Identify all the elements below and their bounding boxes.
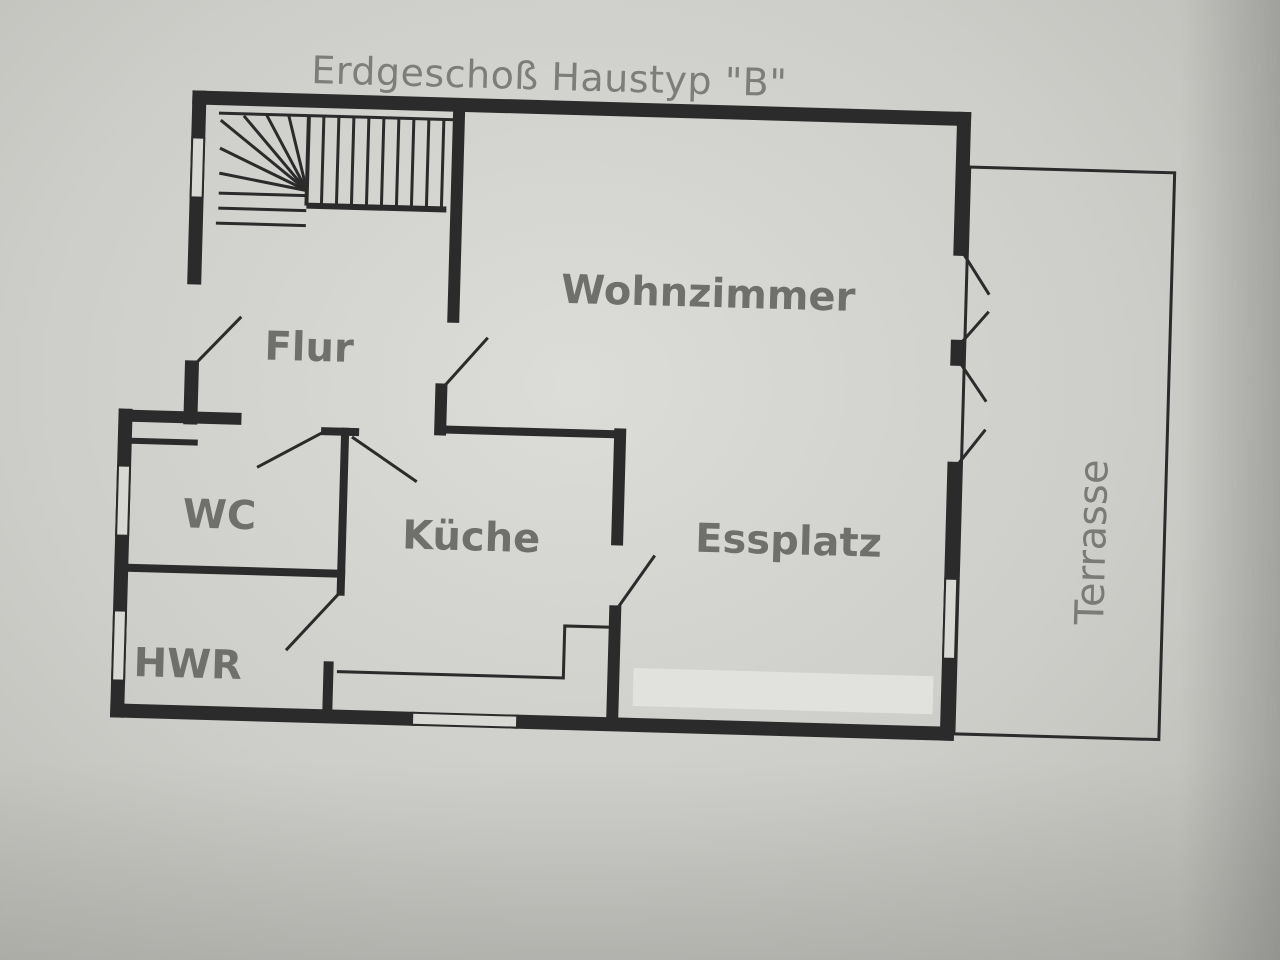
interior-walls [117, 106, 627, 724]
outer-walls [110, 90, 972, 741]
wall-wc-top-right [321, 427, 360, 437]
windows [111, 136, 959, 729]
door-terrace-1 [959, 248, 991, 296]
wall-kitchen-right [611, 428, 627, 546]
stair-landing [215, 221, 306, 228]
wall-left-mid [183, 360, 200, 425]
wall-hwr-right-stub [322, 661, 334, 715]
wall-top [192, 90, 972, 127]
wall-kitchen-upper-stub [434, 383, 448, 436]
staircase [215, 111, 459, 228]
door-wc [256, 429, 326, 469]
wall-wc-top [121, 437, 198, 446]
paper-edge-shadow [1180, 0, 1280, 960]
door-essplatz [613, 554, 657, 613]
wall-wc-hwr [117, 563, 346, 578]
stair-treads [319, 116, 446, 210]
stair-winders [218, 114, 309, 213]
room-label-flur: Flur [264, 323, 355, 371]
wall-right-upper [953, 111, 972, 257]
door-terrace-3 [956, 357, 988, 403]
wall-annex-top [119, 409, 242, 425]
door-terrace-4 [953, 428, 987, 470]
door-kitchen [351, 435, 418, 484]
erased-area [632, 667, 934, 715]
window-wc [115, 464, 132, 537]
window-bottom [410, 711, 519, 729]
door-terrace-2 [956, 310, 990, 348]
wall-kitchen-top [436, 425, 625, 439]
window-stair [189, 136, 206, 199]
kitchen-counter [336, 624, 617, 680]
room-label-kueche: Küche [402, 512, 541, 562]
floor-plan-drawing: Wohnzimmer Flur WC Küche Essplatz HWR Te… [110, 90, 1177, 742]
wall-wc-right [336, 427, 350, 596]
room-label-wohnzimmer: Wohnzimmer [561, 267, 857, 321]
room-label-terrasse: Terrasse [1067, 459, 1118, 626]
stair-bottom-edge [306, 202, 447, 213]
wall-stair-right [447, 106, 466, 323]
door-entrance [190, 315, 243, 369]
stair-stringer [304, 115, 311, 206]
doors [190, 248, 991, 652]
room-label-essplatz: Essplatz [695, 516, 883, 567]
wall-kitchen-right-lower [606, 605, 622, 724]
window-hwr [111, 609, 128, 682]
wall-bottom-right [509, 714, 955, 741]
paper-shadow [0, 760, 1280, 960]
room-label-wc: WC [182, 491, 257, 539]
room-label-hwr: HWR [133, 640, 243, 689]
door-living [440, 336, 489, 391]
door-hwr [284, 590, 342, 652]
wall-bottom-left [110, 703, 420, 726]
terrace-outline [952, 165, 1177, 742]
